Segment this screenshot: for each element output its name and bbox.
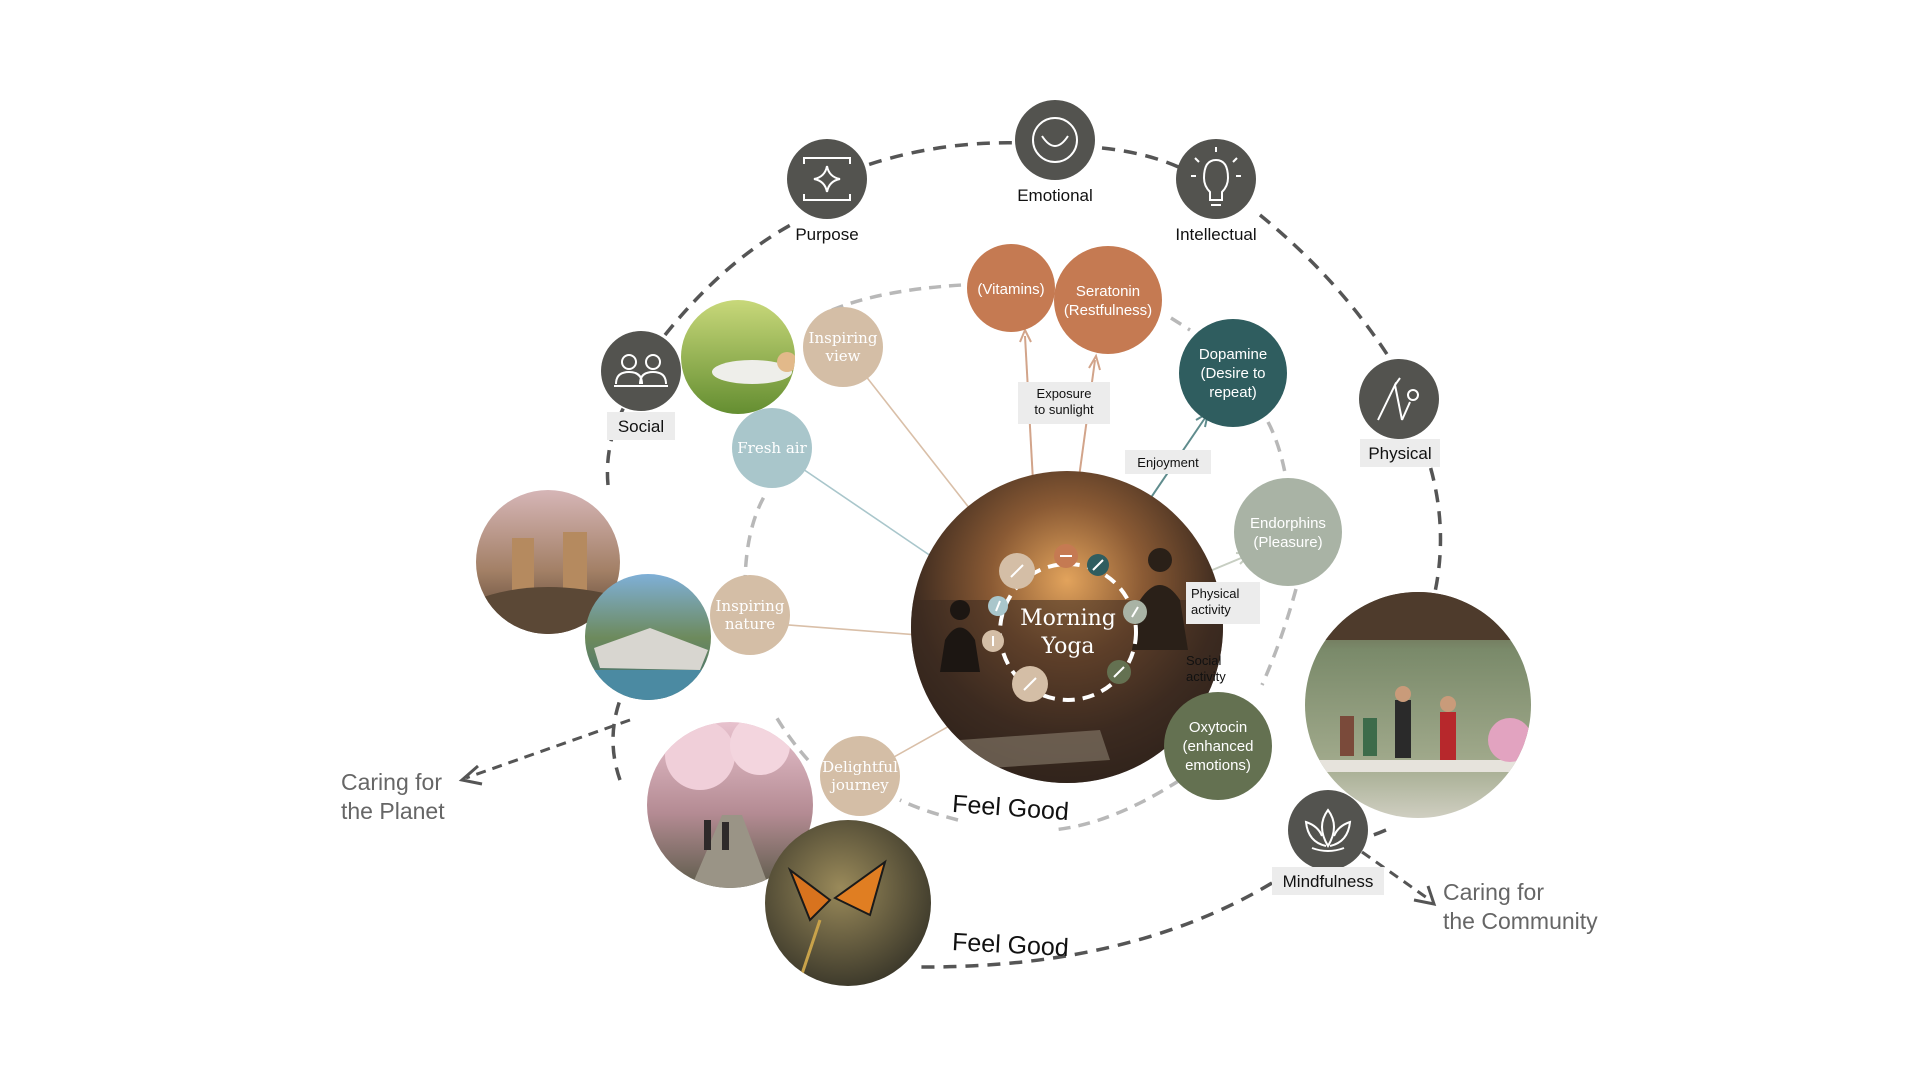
oxytocin-line-2: (enhanced <box>1183 738 1254 755</box>
caring-planet-label: Caring for the Planet <box>341 769 445 824</box>
dimension-emotional <box>1015 100 1095 180</box>
inspiring-nature-line-2: nature <box>725 615 775 633</box>
hormone-endorphins-label: Endorphins (Pleasure) <box>1250 515 1326 551</box>
exposure-line-1: Exposure <box>1037 386 1092 401</box>
caring-community-line-2: the Community <box>1443 908 1598 934</box>
lightbulb-icon <box>1191 147 1241 206</box>
dimension-social <box>601 331 681 411</box>
serotonin-line-2: (Restfulness) <box>1064 302 1152 319</box>
hormone-vitamins-label: (Vitamins) <box>977 281 1044 298</box>
delightful-journey-line-1: Delightful <box>822 758 898 776</box>
caring-community-arrowhead <box>1413 885 1437 906</box>
sense-inspiring-view <box>803 307 883 387</box>
sense-inspiring-nature <box>710 575 790 655</box>
caring-planet-line-1: Caring for <box>341 769 442 795</box>
photo-butterfly <box>765 820 931 986</box>
center-title-line-1: Morning <box>1020 606 1116 631</box>
hormone-dopamine <box>1179 319 1287 427</box>
endorphins-line-1: Endorphins <box>1250 515 1326 532</box>
people-icon <box>614 354 668 387</box>
physical-activity-line-2: activity <box>1191 602 1231 617</box>
dimension-mindfulness-label-bg <box>1272 867 1384 895</box>
hormone-vitamins <box>967 244 1055 332</box>
hormone-endorphins <box>1234 478 1342 586</box>
hormone-oxytocin <box>1164 692 1272 800</box>
photo-resort <box>585 574 711 700</box>
photo-blossom <box>647 722 813 888</box>
caring-planet-line-2: the Planet <box>341 798 445 824</box>
physical-activity-line-1: Physical <box>1191 586 1240 601</box>
dimension-purpose <box>787 139 867 219</box>
inspiring-view-line-2: view <box>825 347 861 365</box>
hormone-oxytocin-label: Oxytocin (enhanced emotions) <box>1183 719 1254 774</box>
photo-pavilion <box>1305 592 1531 818</box>
dimension-physical-label: Physical <box>1368 444 1431 463</box>
dimension-social-label-bg <box>607 412 675 440</box>
dimension-social-label: Social <box>618 417 664 436</box>
dimension-mindfulness <box>1288 790 1368 870</box>
caring-community-line-1: Caring for <box>1443 879 1544 905</box>
feel-good-inner-label: Feel Good <box>951 790 1069 826</box>
yoga-pose-icon <box>1377 377 1419 421</box>
dimension-intellectual <box>1176 139 1256 219</box>
ring-nodes <box>982 544 1147 702</box>
social-activity-line-1: Social <box>1186 653 1222 668</box>
endorphins-line-2: (Pleasure) <box>1253 534 1322 551</box>
social-activity-line-2: activity <box>1186 669 1226 684</box>
inspiring-view-line-1: Inspiring <box>809 329 878 347</box>
exposure-line-2: to sunlight <box>1034 402 1094 417</box>
caring-planet-arrowhead <box>458 764 483 786</box>
sense-fresh-air <box>732 408 812 488</box>
center-title-line-2: Yoga <box>1040 634 1094 659</box>
lotus-icon <box>1304 808 1352 852</box>
sense-delightful-journey <box>820 736 900 816</box>
dimension-mindfulness-label: Mindfulness <box>1283 872 1374 891</box>
outer-dashed-ring <box>605 141 1443 969</box>
caring-arrows <box>465 718 1431 902</box>
dimension-intellectual-label: Intellectual <box>1175 225 1256 244</box>
trigger-exposure-box <box>1018 382 1110 424</box>
oxytocin-line-1: Oxytocin <box>1189 719 1247 736</box>
trigger-enjoyment-label: Enjoyment <box>1137 455 1199 470</box>
dopamine-line-3: repeat) <box>1209 384 1257 401</box>
sparkle-frame-icon <box>803 157 851 201</box>
dimension-purpose-label: Purpose <box>795 225 858 244</box>
inspiring-nature-line-1: Inspiring <box>716 597 785 615</box>
hormone-serotonin <box>1054 246 1162 354</box>
hormone-dopamine-label: Dopamine (Desire to repeat) <box>1199 346 1267 401</box>
serotonin-line-1: Seratonin <box>1076 283 1140 300</box>
hormone-serotonin-label: Seratonin (Restfulness) <box>1064 283 1152 319</box>
photo-lawn <box>681 300 795 414</box>
delightful-journey-line-2: journey <box>829 776 889 794</box>
trigger-enjoyment-box <box>1125 450 1211 474</box>
dopamine-line-2: (Desire to <box>1200 365 1265 382</box>
dopamine-line-1: Dopamine <box>1199 346 1267 363</box>
dimension-physical-label-bg <box>1360 439 1440 467</box>
dimension-physical <box>1359 359 1439 439</box>
feel-good-outer-label: Feel Good <box>951 928 1069 962</box>
smile-icon <box>1032 117 1078 163</box>
dimension-emotional-label: Emotional <box>1017 186 1093 205</box>
sense-fresh-air-label: Fresh air <box>737 439 807 457</box>
caring-community-label: Caring for the Community <box>1443 879 1598 934</box>
trigger-physical-box <box>1186 582 1260 624</box>
oxytocin-line-3: emotions) <box>1185 757 1251 774</box>
